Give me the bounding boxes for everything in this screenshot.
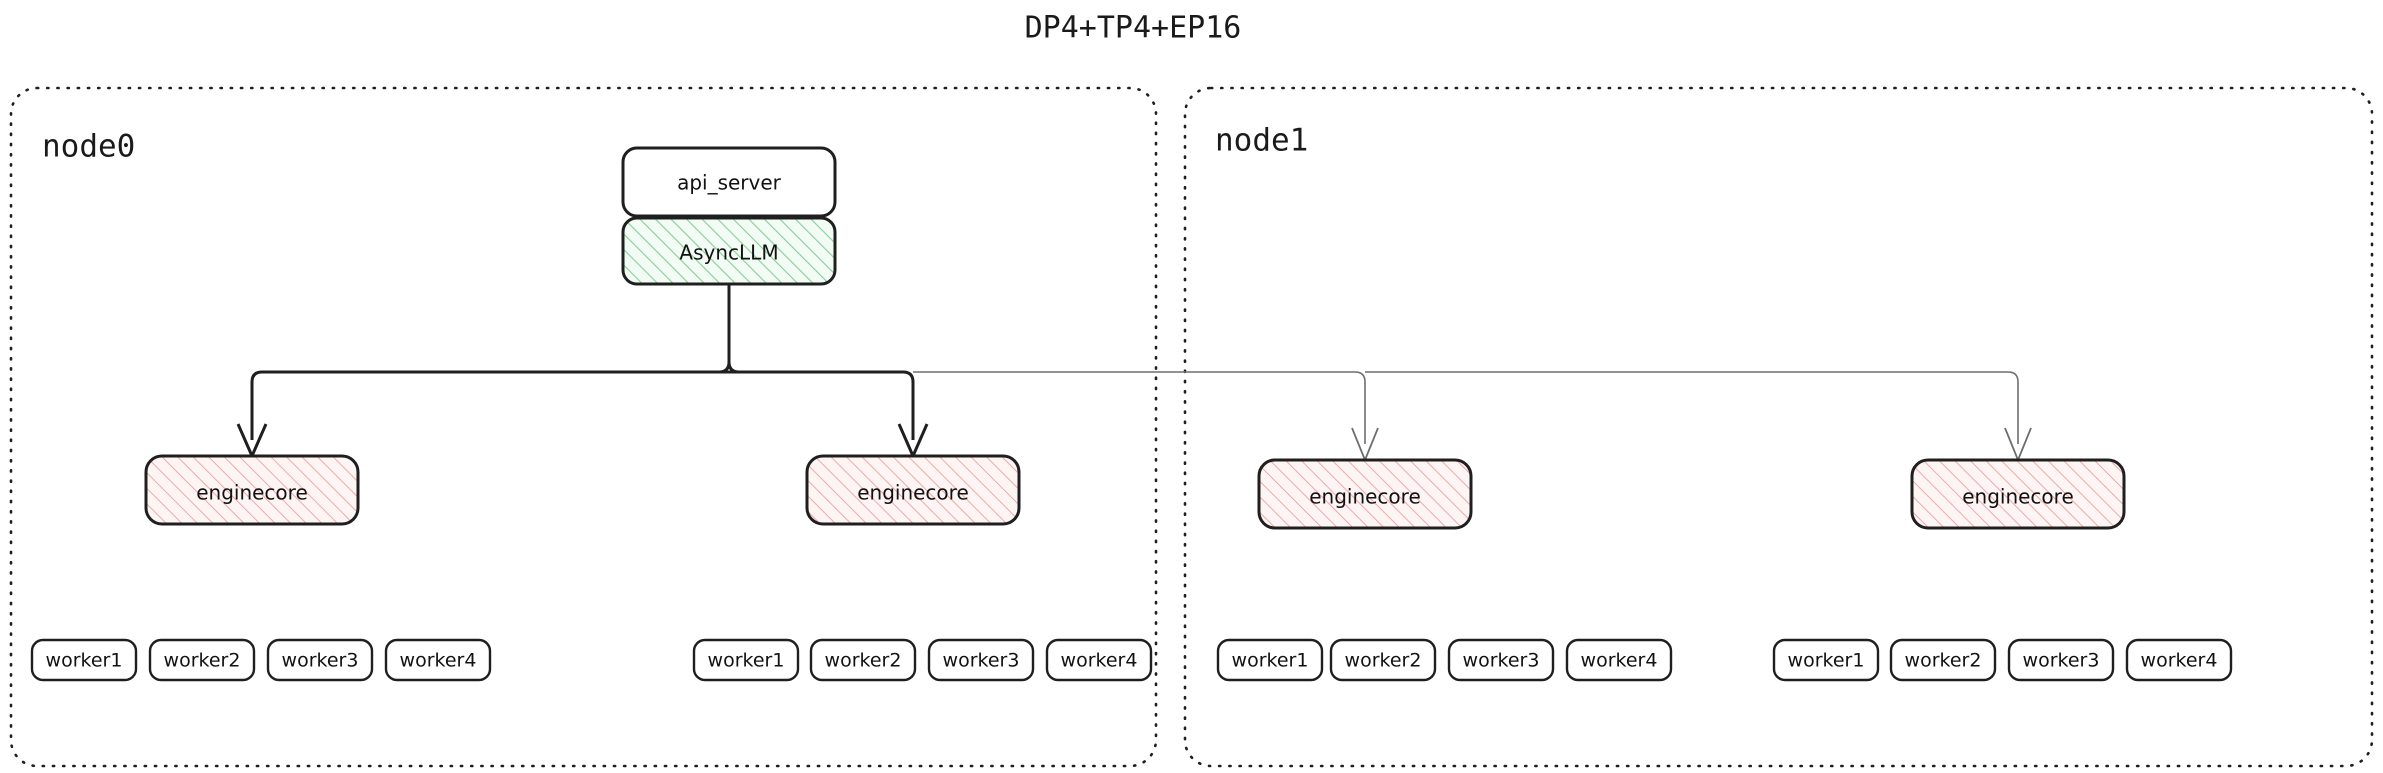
node0-g0-worker-1[interactable] <box>148 638 256 682</box>
node1-g1-worker-2[interactable] <box>2007 638 2115 682</box>
edge-node1-core0 <box>913 371 1366 444</box>
node1-enginecore-1[interactable] <box>1910 458 2126 530</box>
node0-g1-worker-0-label: worker1 <box>708 650 785 672</box>
node1-g1-worker-1[interactable] <box>1889 638 1997 682</box>
node0-g1-worker-1[interactable] <box>809 638 917 682</box>
node1-enginecore-0-label: enginecore <box>1309 485 1421 509</box>
node1-g0-worker-1-label: worker2 <box>1345 650 1422 672</box>
node0-g0-worker-0-label: worker1 <box>46 650 123 672</box>
async-llm-label: AsyncLLM <box>679 241 778 265</box>
diagram-title: DP4+TP4+EP16 <box>1025 11 1242 46</box>
edge-node1-core1 <box>1365 371 2019 444</box>
async-llm-box[interactable] <box>621 216 837 286</box>
edge-node0-core1 <box>729 370 915 440</box>
node0-g0-worker-3-label: worker4 <box>400 650 477 672</box>
node0-g0-worker-0[interactable] <box>30 638 138 682</box>
node0-enginecore-1-label: enginecore <box>857 481 969 505</box>
edge-trunk-left <box>718 283 731 374</box>
node0-enginecore-1[interactable] <box>805 454 1021 526</box>
node1-g0-worker-2[interactable] <box>1447 638 1555 682</box>
node1-g1-worker-0[interactable] <box>1772 638 1880 682</box>
node1-g1-worker-0-label: worker1 <box>1788 650 1865 672</box>
node1-g0-worker-3[interactable] <box>1565 638 1673 682</box>
node1-g0-worker-2-label: worker3 <box>1463 650 1540 672</box>
node1-enginecore-0[interactable] <box>1257 458 1473 530</box>
node1-g1-worker-2-label: worker3 <box>2023 650 2100 672</box>
node0-g1-worker-3[interactable] <box>1045 638 1153 682</box>
node1-g0-worker-0-label: worker1 <box>1232 650 1309 672</box>
node0-g0-worker-1-label: worker2 <box>164 650 241 672</box>
node0-g1-worker-2-label: worker3 <box>943 650 1020 672</box>
node1-g0-worker-3-label: worker4 <box>1581 650 1658 672</box>
node0-container <box>9 86 1158 768</box>
node0-g1-worker-2[interactable] <box>927 638 1035 682</box>
node1-enginecore-1-label: enginecore <box>1962 485 2074 509</box>
node1-g1-worker-1-label: worker2 <box>1905 650 1982 672</box>
node0-g0-worker-2-label: worker3 <box>282 650 359 672</box>
node1-g1-worker-3[interactable] <box>2125 638 2233 682</box>
api-server-box[interactable] <box>621 146 837 218</box>
node1-label: node1 <box>1215 123 1308 159</box>
node0-g1-worker-1-label: worker2 <box>825 650 902 672</box>
node0-g0-worker-3[interactable] <box>384 638 492 682</box>
node0-g1-worker-0[interactable] <box>692 638 800 682</box>
node0-label: node0 <box>42 129 135 165</box>
node1-container <box>1183 86 2374 768</box>
node0-g0-worker-2[interactable] <box>266 638 374 682</box>
node0-enginecore-0[interactable] <box>144 454 360 526</box>
node1-g0-worker-1[interactable] <box>1329 638 1437 682</box>
edge-node0-core0 <box>250 370 729 440</box>
node0-enginecore-0-label: enginecore <box>196 481 308 505</box>
node1-g0-worker-0[interactable] <box>1216 638 1324 682</box>
node1-g1-worker-3-label: worker4 <box>2141 650 2218 672</box>
node0-g1-worker-3-label: worker4 <box>1061 650 1138 672</box>
api-server-label: api_server <box>677 171 782 195</box>
